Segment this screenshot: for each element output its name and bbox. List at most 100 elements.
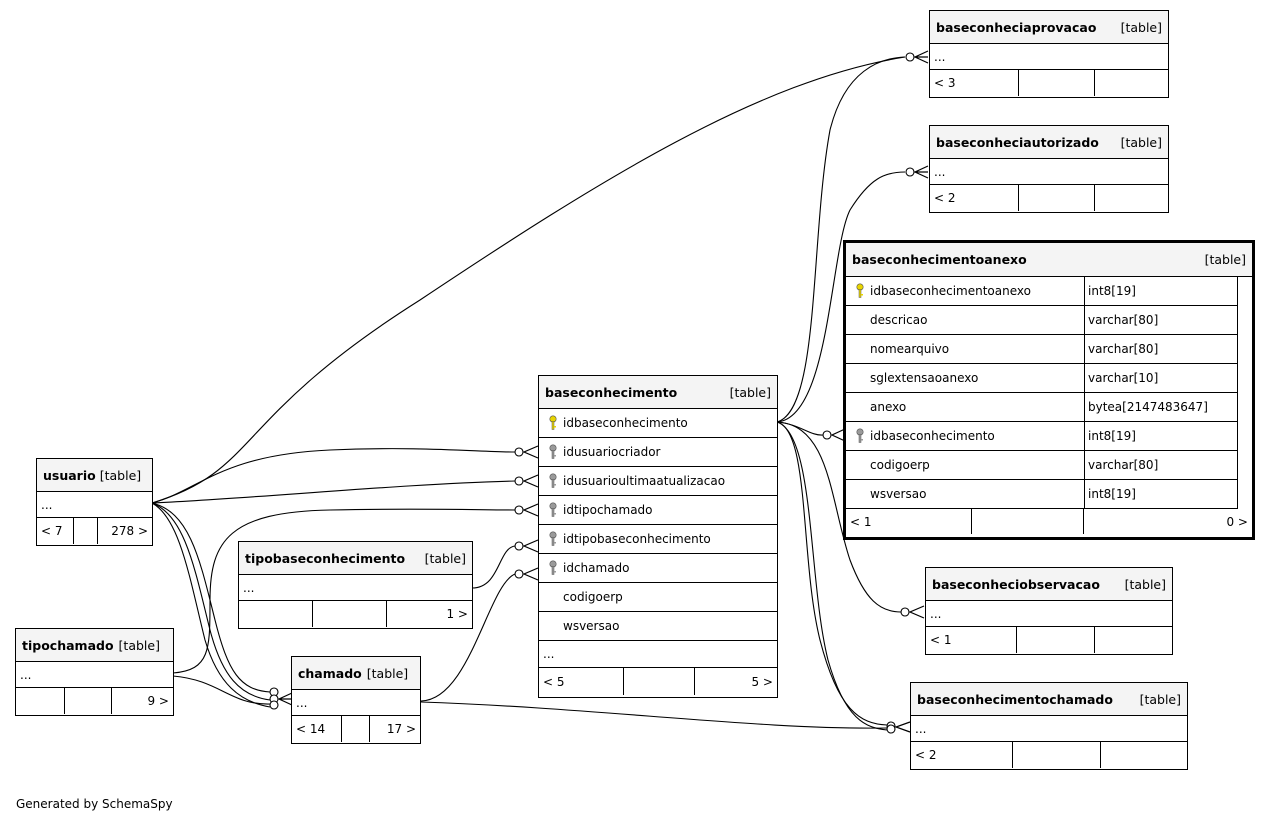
table-name: baseconhecimentochamado: [917, 691, 1113, 707]
table-name: tipochamado: [22, 637, 114, 653]
generated-by-label: Generated by SchemaSpy: [16, 797, 173, 811]
table-baseconhecimentochamado[interactable]: baseconhecimentochamado [table] ... < 2: [910, 682, 1188, 770]
table-footer: < 14 17 >: [292, 716, 420, 742]
table-baseconhecimentoanexo[interactable]: baseconhecimentoanexo [table] idbaseconh…: [843, 240, 1255, 540]
column-name: idbaseconhecimento: [563, 416, 688, 430]
children-count[interactable]: [1095, 627, 1172, 653]
footer-spacer: [624, 668, 695, 695]
column-name-cell: idbaseconhecimento: [846, 422, 1084, 450]
table-header: baseconheciobservacao [table]: [926, 568, 1172, 601]
column-name: anexo: [870, 400, 907, 414]
table-tipochamado[interactable]: tipochamado [table] ... 9 >: [15, 628, 174, 716]
column-row[interactable]: codigoerp: [539, 583, 777, 612]
column-row[interactable]: wsversao: [539, 612, 777, 641]
children-count[interactable]: [1095, 185, 1168, 211]
column-name: idchamado: [563, 561, 630, 575]
column-name-cell: idtipobaseconhecimento: [539, 525, 711, 553]
parents-count[interactable]: < 7: [37, 518, 74, 544]
crowfoot-arrow: [522, 539, 539, 553]
column-name: nomearquivo: [870, 342, 950, 356]
parents-count[interactable]: < 3: [930, 70, 1019, 96]
footer-spacer: [1019, 70, 1095, 96]
edge-usuario-baseconheciaprovacao: [151, 56, 906, 504]
table-usuario[interactable]: usuario [table] ... < 7 278 >: [36, 458, 153, 546]
column-type: varchar[10]: [1084, 364, 1237, 392]
parents-count[interactable]: [16, 688, 65, 714]
parents-count[interactable]: < 1: [926, 627, 1017, 653]
table-ellipsis: ...: [926, 601, 1172, 627]
table-ellipsis: ...: [16, 662, 173, 688]
column-row[interactable]: idchamado: [539, 554, 777, 583]
children-count[interactable]: 9 >: [147, 694, 169, 708]
children-count[interactable]: [1101, 742, 1187, 768]
table-name: baseconhecimento: [545, 384, 678, 400]
footer-spacer: [1017, 627, 1095, 653]
children-count[interactable]: 278 >: [111, 524, 148, 538]
column-row[interactable]: idusuariocriador: [539, 438, 777, 467]
footer-spacer: [342, 716, 370, 742]
table-baseconhecimento[interactable]: baseconhecimento [table] idbaseconhecime…: [538, 375, 778, 698]
children-count[interactable]: 17 >: [386, 722, 416, 736]
edge-baseconhecimento-baseconhecimentochamado-2: [776, 421, 888, 731]
foreign-key-icon: [545, 531, 561, 547]
parents-count[interactable]: < 14: [292, 716, 342, 742]
column-name: wsversao: [870, 487, 927, 501]
column-name: wsversao: [563, 619, 620, 633]
column-type: varchar[80]: [1084, 451, 1237, 479]
crowfoot-arrow: [913, 165, 929, 179]
column-row[interactable]: idbaseconhecimento: [539, 409, 777, 438]
crowfoot-marker: [905, 167, 915, 177]
children-count[interactable]: 5 >: [751, 674, 773, 689]
children-count[interactable]: [1095, 70, 1168, 96]
children-count[interactable]: 1 >: [446, 607, 468, 621]
edge-usuario-chamado-1: [151, 502, 271, 693]
table-tipobaseconhecimento[interactable]: tipobaseconhecimento [table] ... 1 >: [238, 541, 473, 629]
parents-count[interactable]: [239, 601, 313, 627]
column-row[interactable]: idtipochamado: [539, 496, 777, 525]
parents-count[interactable]: < 1: [846, 509, 972, 534]
column-name-cell: idusuariocriador: [539, 438, 661, 466]
crowfoot-marker: [269, 700, 279, 710]
parents-count[interactable]: < 2: [911, 742, 1013, 768]
foreign-key-icon: [545, 444, 561, 460]
table-footer: 1 >: [239, 601, 472, 627]
table-name: baseconheciobservacao: [932, 576, 1100, 592]
parents-count[interactable]: < 5: [539, 668, 624, 695]
table-ellipsis: ...: [539, 641, 777, 668]
column-name: idusuarioultimaatualizacao: [563, 474, 726, 488]
edge-usuario-idusuarioultimaatualizacao: [151, 480, 516, 504]
crowfoot-marker: [514, 541, 524, 551]
key-placeholder: [852, 399, 868, 415]
column-name-cell: codigoerp: [846, 451, 1084, 479]
table-baseconheciautorizado[interactable]: baseconheciautorizado [table] ... < 2: [929, 125, 1169, 213]
column-row[interactable]: idtipobaseconhecimento: [539, 525, 777, 554]
column-row[interactable]: idusuarioultimaatualizacao: [539, 467, 777, 496]
key-placeholder: [852, 486, 868, 502]
table-footer: < 5 5 >: [539, 668, 777, 695]
table-footer: 9 >: [16, 688, 173, 714]
table-ellipsis: ...: [292, 690, 420, 716]
table-footer: < 1 0 >: [846, 509, 1252, 534]
table-baseconheciaprovacao[interactable]: baseconheciaprovacao [table] ... < 3: [929, 10, 1169, 98]
parents-count[interactable]: < 2: [930, 185, 1019, 211]
crowfoot-marker: [822, 430, 832, 440]
crowfoot-marker: [514, 476, 524, 486]
table-header: tipobaseconhecimento [table]: [239, 542, 472, 575]
table-baseconheciobservacao[interactable]: baseconheciobservacao [table] ... < 1: [925, 567, 1173, 655]
column-name-cell: idusuarioultimaatualizacao: [539, 467, 725, 495]
edge-chamado-idchamado: [420, 573, 516, 702]
key-placeholder: [545, 589, 561, 605]
children-count[interactable]: 0 >: [1226, 514, 1248, 529]
table-ellipsis: ...: [911, 716, 1187, 742]
footer-spacer: [1019, 185, 1095, 211]
key-placeholder: [545, 618, 561, 634]
table-chamado[interactable]: chamado [table] ... < 14 17 >: [291, 656, 421, 744]
